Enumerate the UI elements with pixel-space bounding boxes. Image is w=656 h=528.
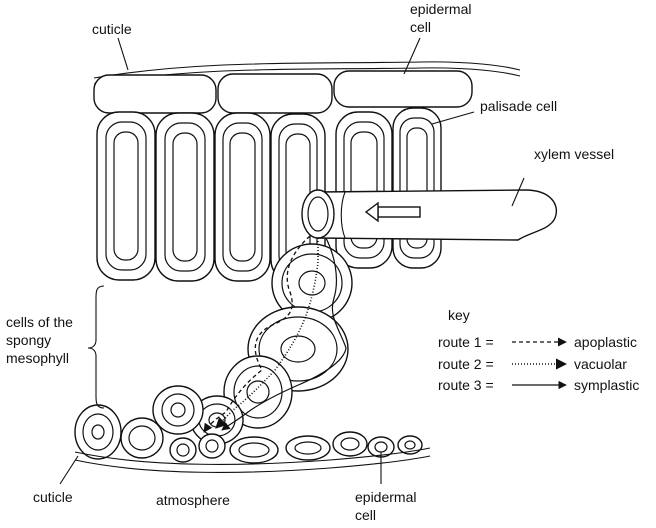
label-epidermal-bottom-1: epidermal bbox=[355, 489, 416, 505]
key-route-2-label: route 2 = bbox=[438, 356, 494, 372]
spongy-bracket bbox=[87, 285, 105, 409]
palisade-cell bbox=[392, 107, 442, 269]
label-epidermal-bottom-2: cell bbox=[355, 507, 376, 523]
label-epidermal-top-1: epidermal bbox=[410, 1, 471, 17]
apoplastic-route-line bbox=[203, 235, 311, 433]
palisade-cell bbox=[335, 111, 393, 269]
lower-cuticle bbox=[74, 447, 431, 473]
key-route-1-name: apoplastic bbox=[574, 334, 637, 350]
water-flow-arrow-icon bbox=[364, 201, 421, 223]
label-atmosphere: atmosphere bbox=[156, 492, 230, 508]
key-route-1-label: route 1 = bbox=[438, 334, 494, 350]
label-cuticle-bottom: cuticle bbox=[33, 489, 73, 505]
vacuolar-route-line bbox=[215, 238, 319, 429]
key-route-2-name: vacuolar bbox=[574, 356, 627, 372]
palisade-cell bbox=[96, 111, 156, 281]
symplastic-route-line bbox=[221, 237, 347, 431]
spongy-cell bbox=[152, 385, 204, 435]
label-spongy-1: cells of the bbox=[6, 314, 73, 330]
label-palisade-cell: palisade cell bbox=[480, 98, 557, 114]
xylem-vessel bbox=[301, 189, 557, 241]
label-spongy-3: mesophyll bbox=[6, 350, 69, 366]
route-key: key route 1 = apoplastic route 2 = vacuo… bbox=[438, 307, 639, 393]
key-route-3-label: route 3 = bbox=[438, 377, 494, 393]
palisade-cell bbox=[155, 112, 215, 282]
water-routes bbox=[203, 235, 347, 433]
label-epidermal-top-2: cell bbox=[410, 19, 431, 35]
palisade-cell bbox=[214, 112, 271, 282]
label-xylem-vessel: xylem vessel bbox=[534, 146, 614, 162]
key-title: key bbox=[448, 307, 470, 323]
label-leaders bbox=[59, 37, 525, 485]
label-spongy-2: spongy bbox=[6, 332, 51, 348]
lower-epidermis bbox=[74, 404, 423, 464]
key-route-3-name: symplastic bbox=[574, 377, 639, 393]
upper-epidermis bbox=[93, 70, 473, 114]
label-cuticle-top: cuticle bbox=[92, 21, 132, 37]
